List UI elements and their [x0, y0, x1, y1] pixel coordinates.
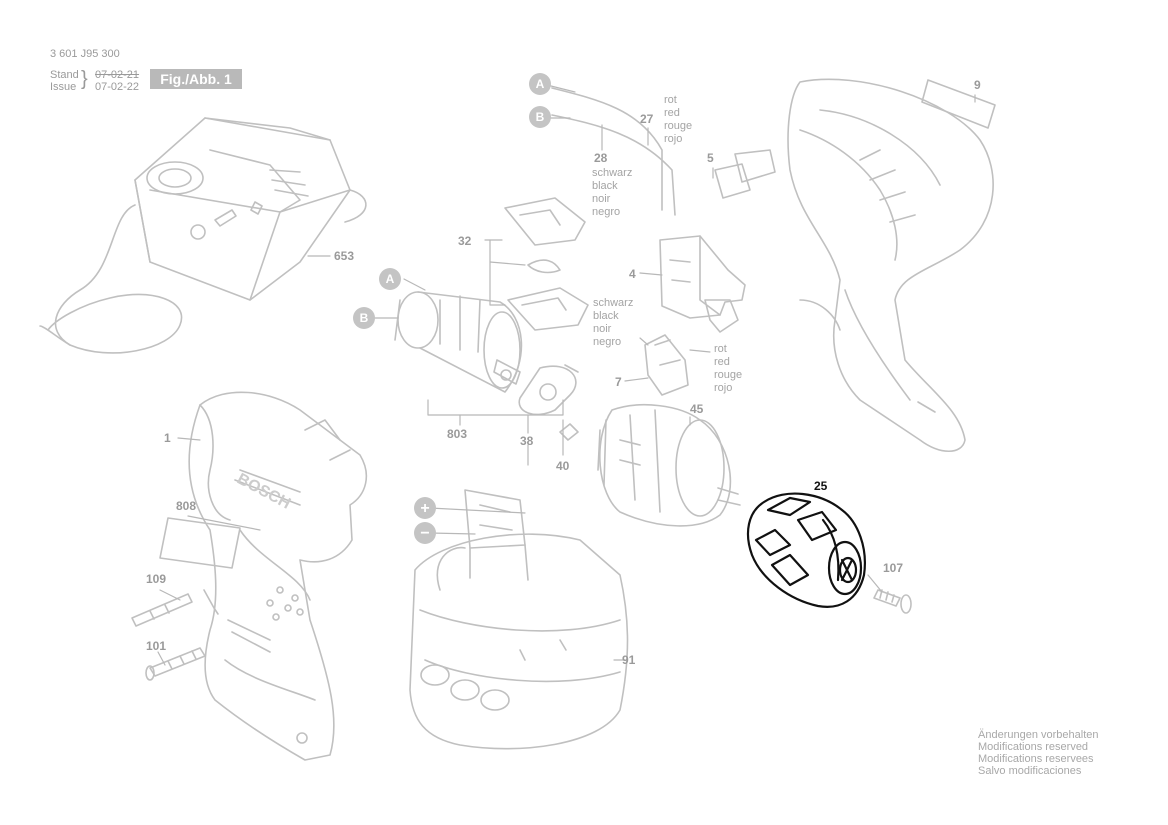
- label-9-drawing: [921, 79, 996, 129]
- wire-red-1-en: red: [664, 107, 680, 119]
- screw-107-drawing: [873, 589, 912, 614]
- stand-label: Stand: [50, 69, 79, 81]
- reversing-lever-drawing: [714, 149, 776, 199]
- right-housing-drawing: [787, 78, 994, 453]
- part-number-45: 45: [690, 402, 704, 416]
- motor-drawing: [394, 291, 523, 393]
- figure-label: Fig./Abb. 1: [150, 69, 242, 89]
- part-number-91: 91: [622, 653, 636, 667]
- clip-set-drawing: [504, 197, 589, 331]
- connector-a-top: A: [536, 77, 545, 91]
- contact-drawing: [644, 334, 689, 396]
- part-number-4: 4: [629, 267, 636, 281]
- motor-plate-drawing: [518, 364, 579, 416]
- connector-b-motor: B: [360, 311, 369, 325]
- battery-pack-drawing: [409, 489, 629, 750]
- document-number: 3 601 J95 300: [50, 48, 120, 60]
- issue-label: Issue: [50, 81, 77, 93]
- brace-glyph: }: [81, 68, 88, 90]
- part-number-25: 25: [814, 479, 828, 493]
- charger-drawing: [39, 117, 367, 354]
- note-line-fr: Modifications reservees: [978, 753, 1094, 765]
- part-number-1: 1: [164, 431, 171, 445]
- wire-black-1-es: negro: [592, 206, 620, 218]
- screw-40-drawing: [559, 423, 579, 441]
- connector-markers: [353, 73, 551, 544]
- part-number-7: 7: [615, 375, 622, 389]
- part-number-5: 5: [707, 151, 714, 165]
- battery-plus: +: [420, 500, 429, 517]
- svg-text:BOSCH: BOSCH: [234, 471, 293, 513]
- leader-lines: [157, 84, 976, 666]
- part-number-28: 28: [594, 151, 608, 165]
- part-number-653: 653: [334, 249, 354, 263]
- wire-black-1-en: black: [592, 180, 618, 192]
- wire-red-1-de: rot: [664, 94, 677, 106]
- wires-drawing: [551, 87, 676, 216]
- wire-red-1-es: rojo: [664, 133, 682, 145]
- wire-black-2-de: schwarz: [593, 297, 633, 309]
- connector-b-top: B: [536, 110, 545, 124]
- modifications-note: Änderungen vorbehalten Modifications res…: [978, 729, 1098, 777]
- note-line-en: Modifications reserved: [978, 741, 1089, 753]
- wire-black-1-de: schwarz: [592, 167, 632, 179]
- wire-red-2-en: red: [714, 356, 730, 368]
- wire-black-2-es: negro: [593, 336, 621, 348]
- wire-red-1-fr: rouge: [664, 120, 692, 132]
- wire-black-2-en: black: [593, 310, 619, 322]
- part-number-40: 40: [556, 459, 570, 473]
- part-number-27: 27: [640, 112, 654, 126]
- part-number-107: 107: [883, 561, 903, 575]
- wire-red-2-fr: rouge: [714, 369, 742, 381]
- keyless-chuck-drawing: [746, 492, 866, 608]
- battery-minus: −: [420, 525, 429, 542]
- connector-a-motor: A: [386, 272, 395, 286]
- switch-drawing: [659, 235, 746, 333]
- part-number-32: 32: [458, 234, 472, 248]
- part-number-9: 9: [974, 78, 981, 92]
- label-plate-drawing: [159, 517, 241, 569]
- old-issue-date: 07-02-21: [95, 69, 140, 81]
- screw-101-drawing: [145, 647, 206, 681]
- new-issue-date: 07-02-22: [95, 81, 140, 93]
- wire-black-1-fr: noir: [592, 193, 611, 205]
- note-line-es: Salvo modificaciones: [978, 765, 1082, 777]
- gearbox-drawing: [597, 404, 741, 527]
- wire-red-2-es: rojo: [714, 382, 732, 394]
- part-number-109: 109: [146, 572, 166, 586]
- screwdriver-bit-drawing: [131, 589, 219, 627]
- part-number-101: 101: [146, 639, 166, 653]
- wire-black-2-fr: noir: [593, 323, 612, 335]
- part-number-808: 808: [176, 499, 196, 513]
- wire-red-2-de: rot: [714, 343, 727, 355]
- part-number-38: 38: [520, 434, 534, 448]
- drill-housing-drawing: BOSCH: [188, 391, 368, 761]
- part-number-803: 803: [447, 427, 467, 441]
- note-line-de: Änderungen vorbehalten: [978, 729, 1099, 741]
